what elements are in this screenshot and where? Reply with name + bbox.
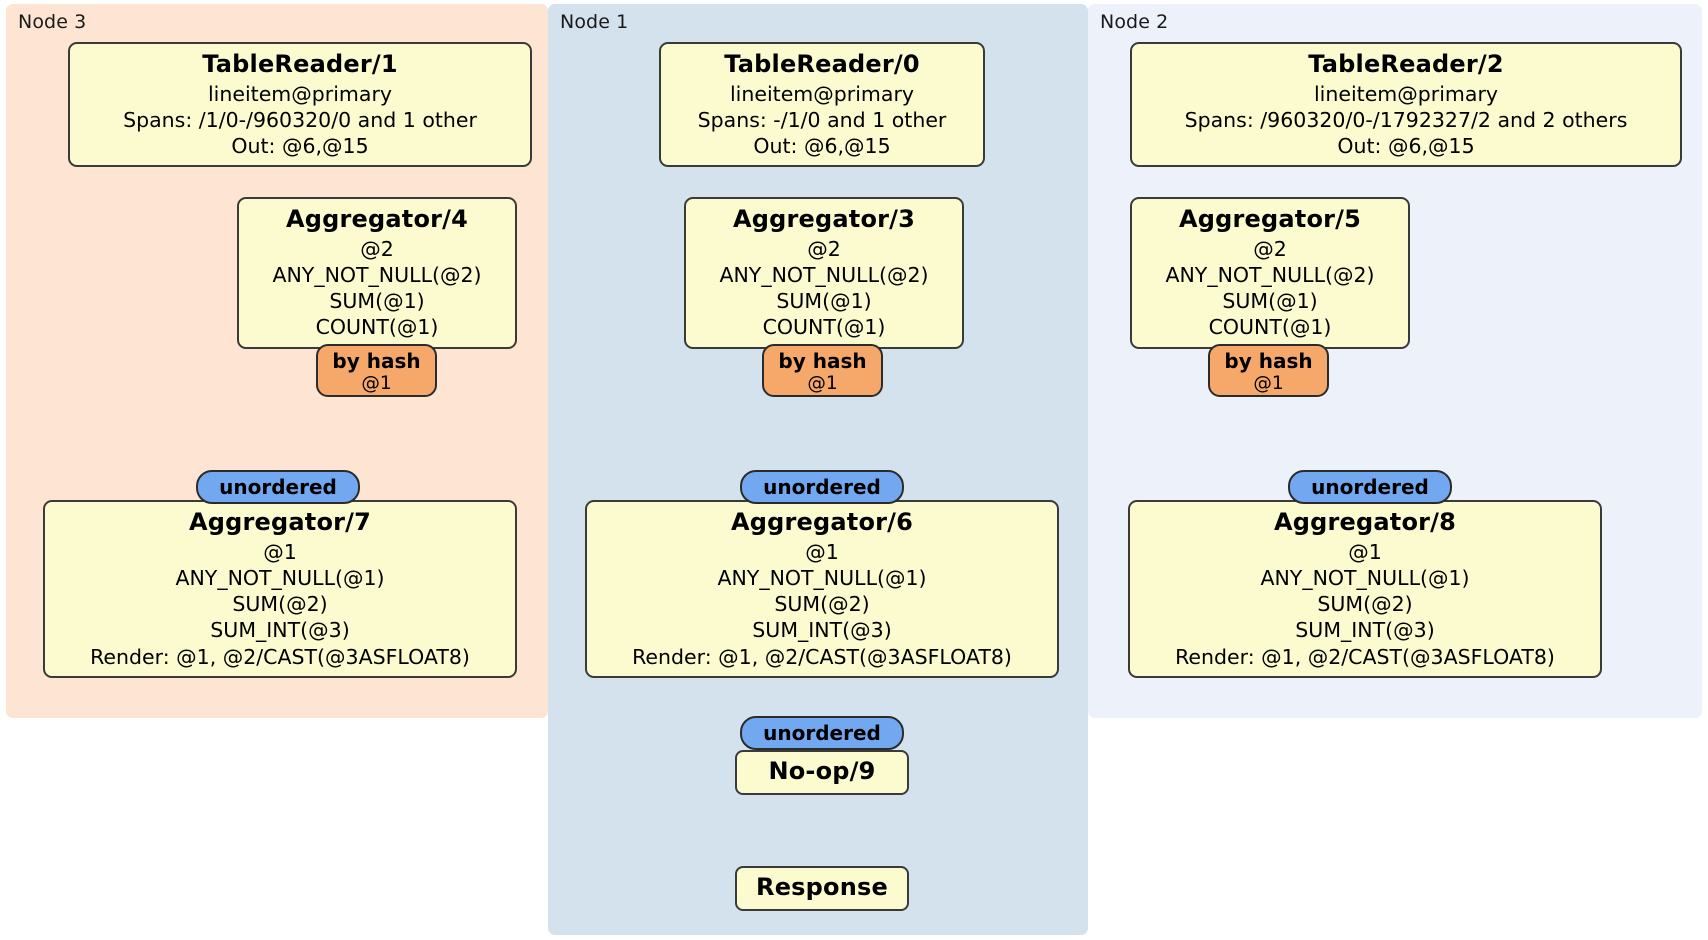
processor-detail-line: lineitem@primary [729,81,915,106]
sync-router-node1[interactable]: unordered [740,470,904,504]
hash-router-node1[interactable]: by hash @1 [762,344,883,397]
processor-table-reader-1[interactable]: TableReader/1 lineitem@primary Spans: /1… [68,42,532,168]
processor-title: Aggregator/5 [1178,205,1362,233]
processor-detail-line: Render: @1, @2/CAST(@3ASFLOAT8) [1175,644,1555,669]
processor-aggregator-3[interactable]: Aggregator/3 @2 ANY_NOT_NULL(@2) SUM(@1)… [684,197,964,349]
processor-title: Aggregator/6 [730,508,914,536]
processor-title: Aggregator/3 [732,205,916,233]
processor-detail-line: Spans: /1/0-/960320/0 and 1 other [123,107,477,132]
processor-detail-line: Out: @6,@15 [231,134,369,159]
processor-detail-line: COUNT(@1) [315,315,439,340]
processor-detail-line: @1 [263,539,297,564]
processor-detail-line: SUM_INT(@3) [210,618,350,643]
processor-response[interactable]: Response [735,866,909,911]
processor-table-reader-0[interactable]: TableReader/0 lineitem@primary Spans: -/… [659,42,985,168]
processor-detail-line: @1 [1348,539,1382,564]
processor-aggregator-7[interactable]: Aggregator/7 @1 ANY_NOT_NULL(@1) SUM(@2)… [43,500,517,678]
processor-detail-line: Render: @1, @2/CAST(@3ASFLOAT8) [632,644,1012,669]
processor-title: Aggregator/4 [285,205,469,233]
processor-detail-line: SUM(@1) [776,289,872,314]
sync-router-node3[interactable]: unordered [196,470,360,504]
hash-router-kind: by hash [332,349,421,373]
processor-detail-line: SUM_INT(@3) [752,618,892,643]
processor-detail-line: SUM(@2) [774,592,870,617]
processor-title: TableReader/0 [724,50,920,78]
processor-detail-line: Spans: -/1/0 and 1 other [697,107,947,132]
node-label-node3: Node 3 [18,11,87,33]
processor-detail-line: lineitem@primary [1313,81,1499,106]
processor-detail-line: ANY_NOT_NULL(@2) [1165,262,1375,287]
processor-title: Aggregator/7 [188,508,372,536]
node-label-node2: Node 2 [1100,11,1169,33]
hash-router-kind: by hash [778,349,867,373]
sync-router-label: unordered [1311,475,1429,499]
processor-detail-line: SUM(@1) [1222,289,1318,314]
sync-router-node2[interactable]: unordered [1288,470,1452,504]
processor-table-reader-2[interactable]: TableReader/2 lineitem@primary Spans: /9… [1130,42,1682,168]
processor-detail-line: Spans: /960320/0-/1792327/2 and 2 others [1184,107,1628,132]
processor-detail-line: SUM_INT(@3) [1295,618,1435,643]
processor-aggregator-4[interactable]: Aggregator/4 @2 ANY_NOT_NULL(@2) SUM(@1)… [237,197,517,349]
processor-detail-line: ANY_NOT_NULL(@1) [1260,565,1470,590]
hash-router-column: @1 [1253,373,1284,395]
processor-detail-line: ANY_NOT_NULL(@2) [719,262,929,287]
processor-detail-line: @2 [360,236,394,261]
processor-detail-line: Out: @6,@15 [753,134,891,159]
processor-detail-line: @1 [805,539,839,564]
processor-aggregator-6[interactable]: Aggregator/6 @1 ANY_NOT_NULL(@1) SUM(@2)… [585,500,1059,678]
node-label-node1: Node 1 [560,11,629,33]
processor-aggregator-8[interactable]: Aggregator/8 @1 ANY_NOT_NULL(@1) SUM(@2)… [1128,500,1602,678]
processor-detail-line: COUNT(@1) [762,315,886,340]
hash-router-kind: by hash [1224,349,1313,373]
hash-router-node3[interactable]: by hash @1 [316,344,437,397]
sync-router-final[interactable]: unordered [740,716,904,750]
processor-detail-line: ANY_NOT_NULL(@1) [175,565,385,590]
processor-detail-line: Render: @1, @2/CAST(@3ASFLOAT8) [90,644,470,669]
processor-detail-line: @2 [807,236,841,261]
processor-detail-line: @2 [1253,236,1287,261]
processor-noop-9[interactable]: No-op/9 [735,750,909,795]
processor-detail-line: lineitem@primary [207,81,393,106]
processor-title: TableReader/1 [202,50,398,78]
processor-detail-line: SUM(@2) [232,592,328,617]
processor-aggregator-5[interactable]: Aggregator/5 @2 ANY_NOT_NULL(@2) SUM(@1)… [1130,197,1410,349]
sync-router-label: unordered [763,475,881,499]
sync-router-label: unordered [763,721,881,745]
hash-router-node2[interactable]: by hash @1 [1208,344,1329,397]
processor-detail-line: ANY_NOT_NULL(@1) [717,565,927,590]
sync-router-label: unordered [219,475,337,499]
hash-router-column: @1 [361,373,392,395]
processor-detail-line: ANY_NOT_NULL(@2) [272,262,482,287]
processor-detail-line: COUNT(@1) [1208,315,1332,340]
processor-title: No-op/9 [768,757,876,785]
processor-title: Response [756,873,888,901]
processor-detail-line: SUM(@2) [1317,592,1413,617]
processor-detail-line: Out: @6,@15 [1337,134,1475,159]
processor-title: Aggregator/8 [1273,508,1457,536]
processor-title: TableReader/2 [1308,50,1504,78]
processor-detail-line: SUM(@1) [329,289,425,314]
hash-router-column: @1 [807,373,838,395]
